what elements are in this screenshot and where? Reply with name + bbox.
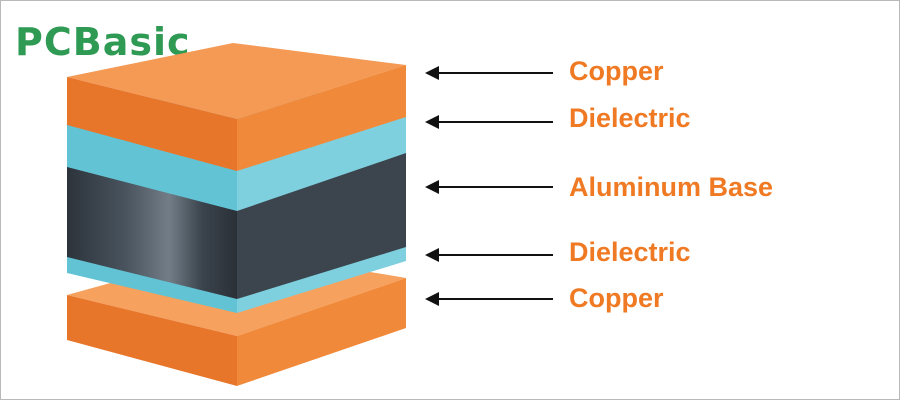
dielectric-top-side-face bbox=[237, 105, 406, 211]
label-dielectric-top: Dielectric bbox=[569, 103, 691, 133]
copper-top-front-face bbox=[67, 77, 237, 171]
label-copper-top: Copper bbox=[569, 56, 664, 86]
arrow-aluminum-base bbox=[425, 180, 553, 194]
layer-copper-top bbox=[67, 43, 406, 171]
copper-bottom-front-face bbox=[67, 295, 237, 386]
pointer-arrows bbox=[425, 66, 553, 306]
dielectric-top-front-face bbox=[67, 117, 237, 211]
copper-top-side-face bbox=[237, 65, 406, 171]
copper-top-top-face bbox=[67, 43, 406, 119]
copper-bottom-side-face bbox=[237, 278, 406, 386]
pcbasic-logo: PCBasic bbox=[15, 15, 247, 69]
arrow-dielectric-bottom bbox=[425, 248, 553, 262]
label-copper-bottom: Copper bbox=[569, 283, 664, 313]
aluminum-side-face bbox=[237, 145, 406, 299]
arrow-dielectric-top bbox=[425, 115, 553, 129]
label-dielectric-bottom: Dielectric bbox=[569, 237, 691, 267]
logo-text: PCBasic bbox=[15, 20, 191, 64]
arrow-copper-top bbox=[425, 66, 553, 80]
label-aluminum-base: Aluminum Base bbox=[569, 172, 774, 202]
arrow-copper-bottom bbox=[425, 292, 553, 306]
